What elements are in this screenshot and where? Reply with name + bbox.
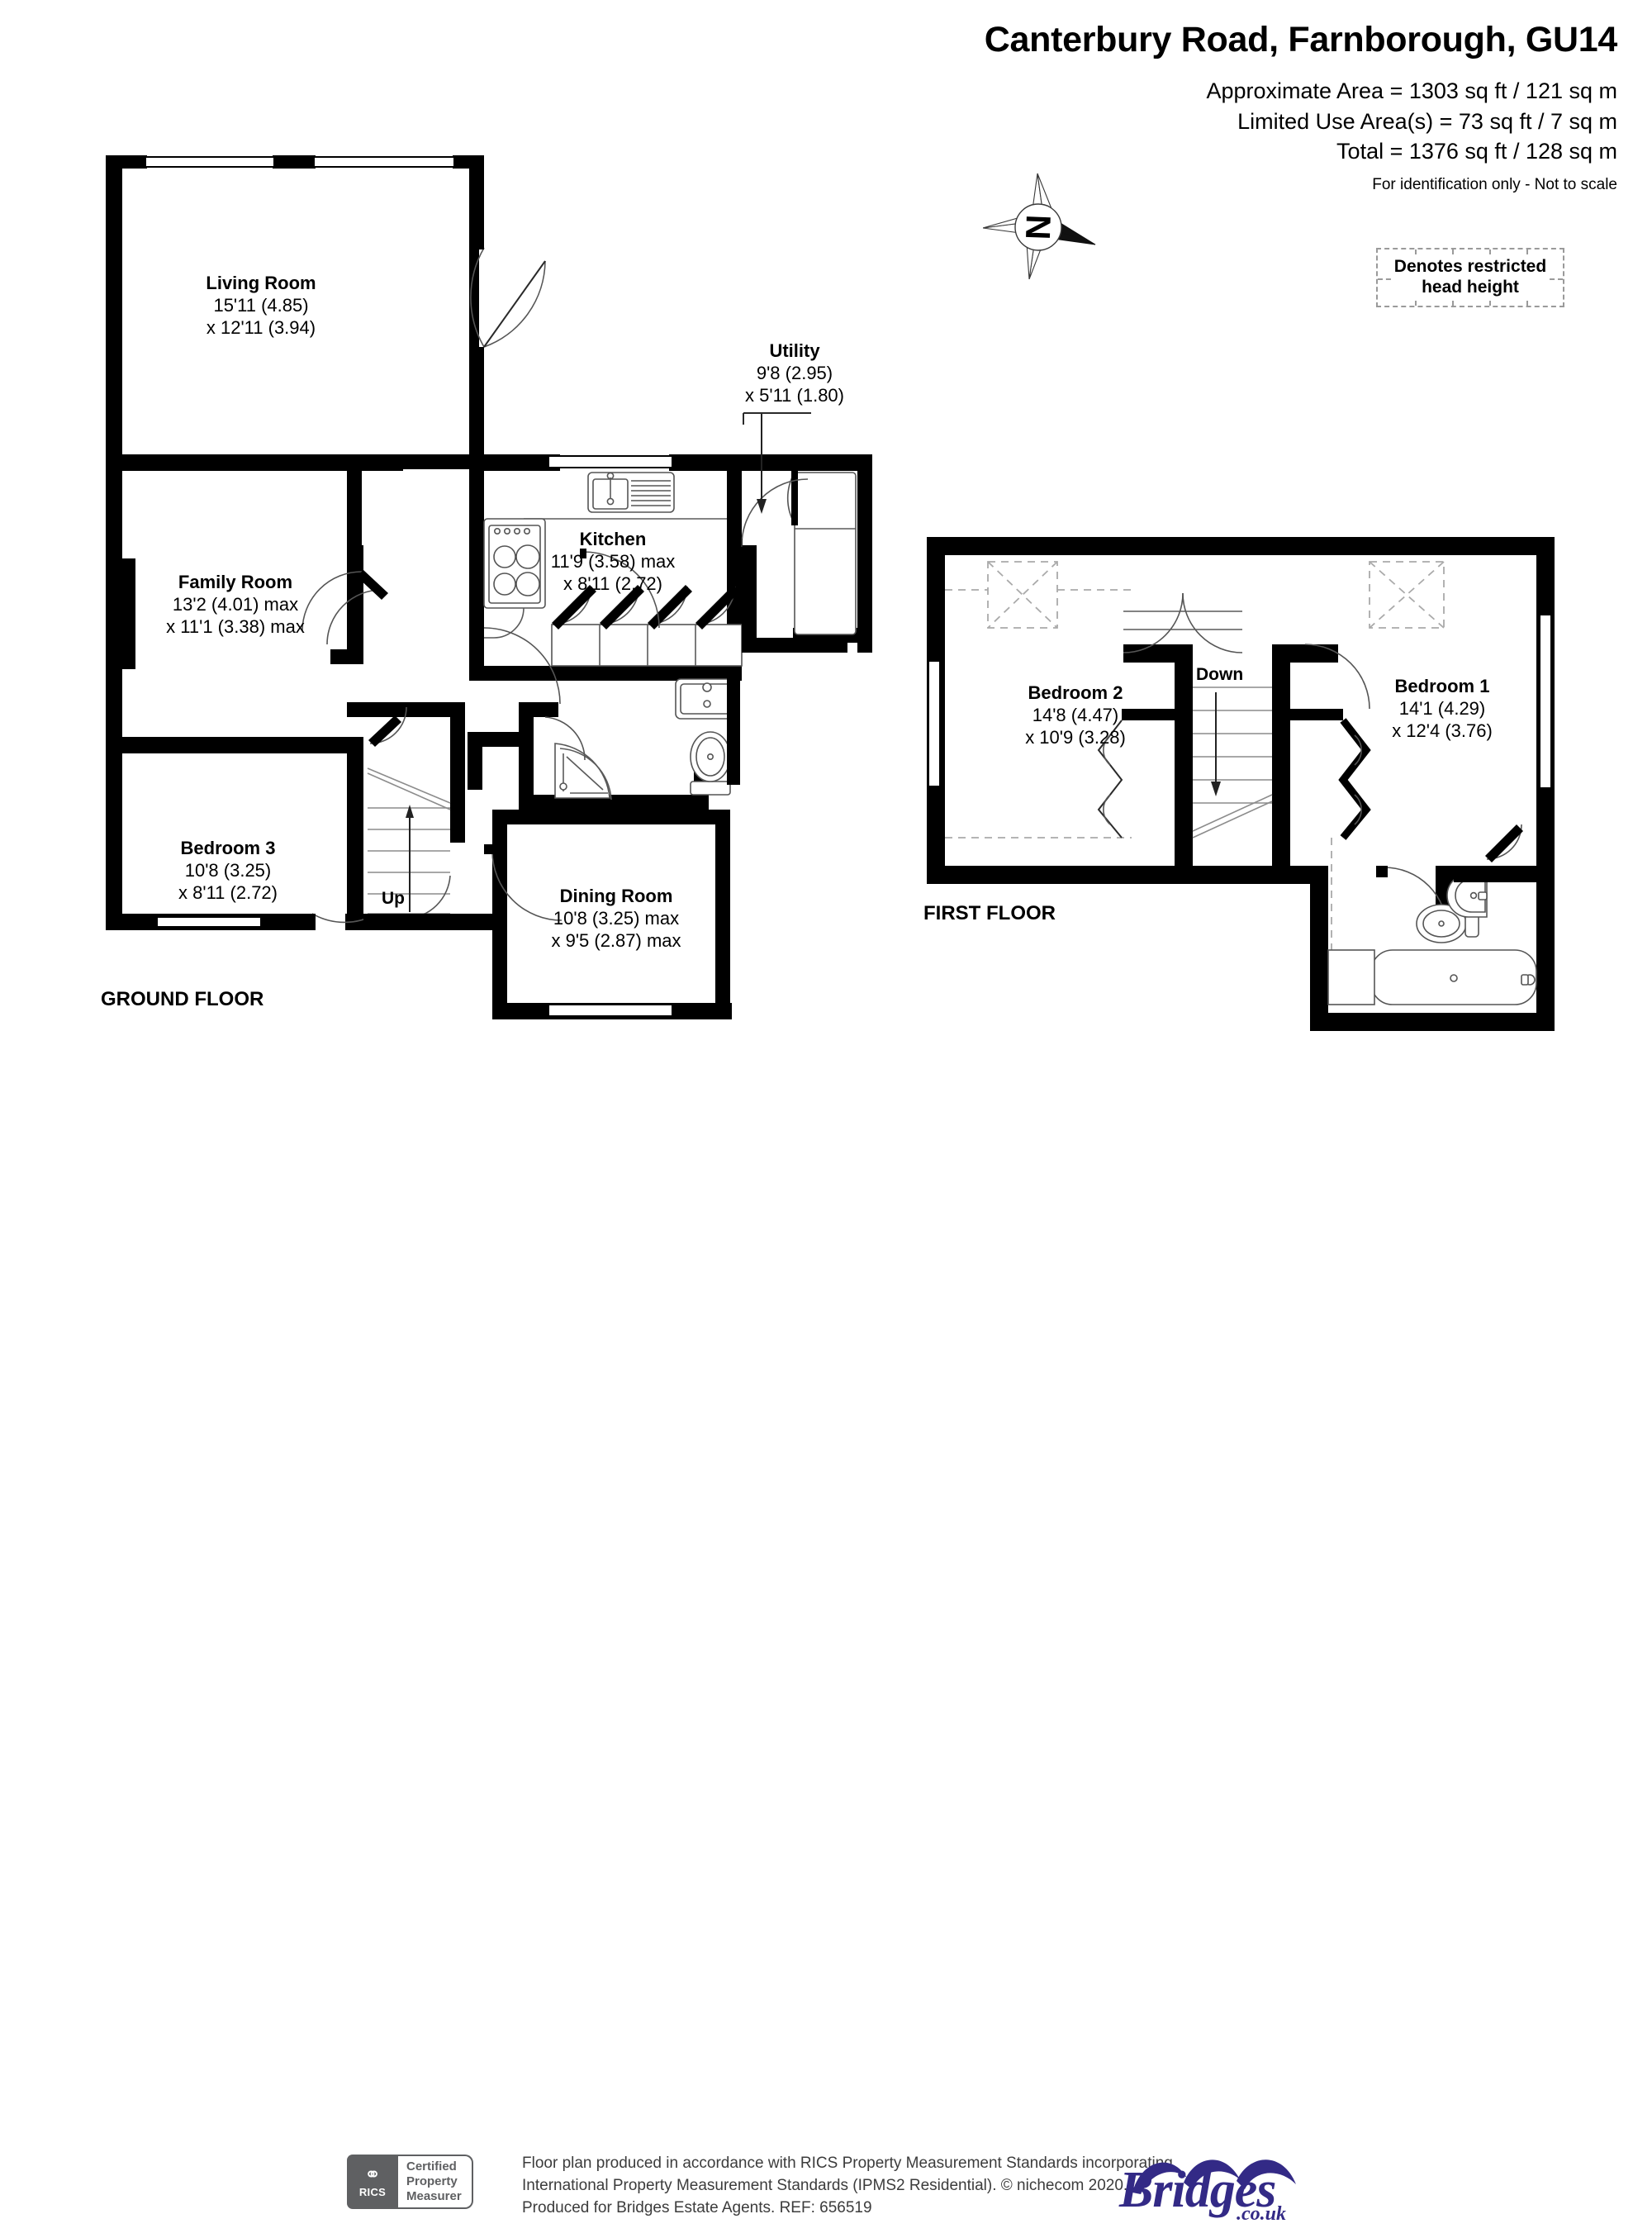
kitchen-sink-icon	[587, 472, 675, 513]
footer-disclaimer: Floor plan produced in accordance with R…	[522, 2153, 1173, 2220]
footer-line-3: Produced for Bridges Estate Agents. REF:…	[522, 2198, 872, 2216]
approximate-area: Approximate Area = 1303 sq ft / 121 sq m	[1206, 78, 1617, 104]
window-bedroom3-bottom	[156, 916, 262, 928]
first-floor-stairs	[1192, 687, 1273, 839]
bridges-logo[interactable]: Bridges .co.uk	[1119, 2146, 1326, 2229]
restricted-area-bedroom1	[1369, 561, 1445, 629]
rics-badge: ⚭ RICS	[347, 2155, 398, 2209]
limited-use-area: Limited Use Area(s) = 73 sq ft / 7 sq m	[1237, 108, 1617, 134]
window-bedroom1-right	[1539, 614, 1552, 789]
wc-icon-first-floor	[1416, 904, 1479, 943]
room-label-dining-room: Dining Room 10'8 (3.25) max x 9'5 (2.87)…	[551, 886, 681, 951]
bath-icon	[1327, 949, 1537, 1005]
rics-cert-line-2: Property	[406, 2174, 458, 2188]
footer-line-2: International Property Measurement Stand…	[522, 2176, 1128, 2194]
legend-line-1: Denotes restricted	[1393, 257, 1547, 277]
window-kitchen-top	[548, 455, 673, 468]
scale-disclaimer: For identification only - Not to scale	[1372, 175, 1617, 193]
rics-certification-text: Certified Property Measurer	[398, 2155, 473, 2209]
footer: ⚭ RICS Certified Property Measurer Floor…	[0, 1072, 1652, 2224]
compass-rose: N	[982, 172, 1099, 280]
footer-line-1: Floor plan produced in accordance with R…	[522, 2155, 1173, 2172]
shower-tray-icon	[554, 743, 612, 801]
room-label-living-room: Living Room 15'11 (4.85) x 12'11 (3.94)	[206, 273, 316, 338]
restricted-head-height-legend: Denotes restricted head height	[1376, 248, 1564, 307]
room-label-bedroom-2: Bedroom 2 14'8 (4.47) x 10'9 (3.28)	[1025, 682, 1126, 748]
restricted-area-bedroom2	[987, 561, 1058, 629]
rics-lion-icon: ⚭	[363, 2164, 382, 2186]
legend-line-2: head height	[1422, 278, 1519, 297]
stair-direction-down: Down	[1196, 665, 1244, 684]
floor-label-first: FIRST FLOOR	[923, 902, 1056, 924]
stair-direction-up: Up	[382, 889, 405, 908]
floorplan-page: Canterbury Road, Farnborough, GU14 Appro…	[0, 20, 1652, 2224]
room-label-bedroom-1: Bedroom 1 14'1 (4.29) x 12'4 (3.76)	[1392, 676, 1493, 741]
wc-icon	[690, 731, 731, 796]
ground-stairs	[367, 767, 451, 919]
first-floor-plan	[927, 537, 1555, 1031]
rics-certified-logo: ⚭ RICS Certified Property Measurer	[347, 2155, 473, 2209]
room-label-kitchen: Kitchen 11'9 (3.58) max x 8'11 (2.72)	[550, 529, 676, 594]
page-title: Canterbury Road, Farnborough, GU14	[984, 20, 1618, 59]
rics-brand-text: RICS	[358, 2186, 387, 2198]
rics-cert-line-1: Certified	[406, 2159, 457, 2174]
basin-icon	[675, 678, 739, 720]
compass-north-letter: N	[1018, 214, 1058, 240]
room-label-bedroom-3: Bedroom 3 10'8 (3.25) x 8'11 (2.72)	[178, 838, 278, 903]
window-bedroom2-left	[928, 660, 941, 787]
basin-icon-first-floor	[1446, 873, 1488, 918]
legend-text: Denotes restricted head height	[1391, 256, 1550, 299]
kitchen-base-units	[551, 585, 743, 667]
window-living-top	[145, 156, 455, 168]
bridges-domain: .co.uk	[1237, 2203, 1286, 2225]
room-label-family-room: Family Room 13'2 (4.01) max x 11'1 (3.38…	[166, 572, 305, 637]
total-area: Total = 1376 sq ft / 128 sq m	[1336, 139, 1617, 164]
floor-label-ground: GROUND FLOOR	[101, 988, 264, 1010]
header: Canterbury Road, Farnborough, GU14 Appro…	[984, 20, 1618, 194]
room-label-utility: Utility 9'8 (2.95) x 5'11 (1.80)	[745, 340, 844, 406]
window-dining-bottom	[548, 1004, 673, 1017]
rics-cert-line-3: Measurer	[406, 2189, 462, 2204]
